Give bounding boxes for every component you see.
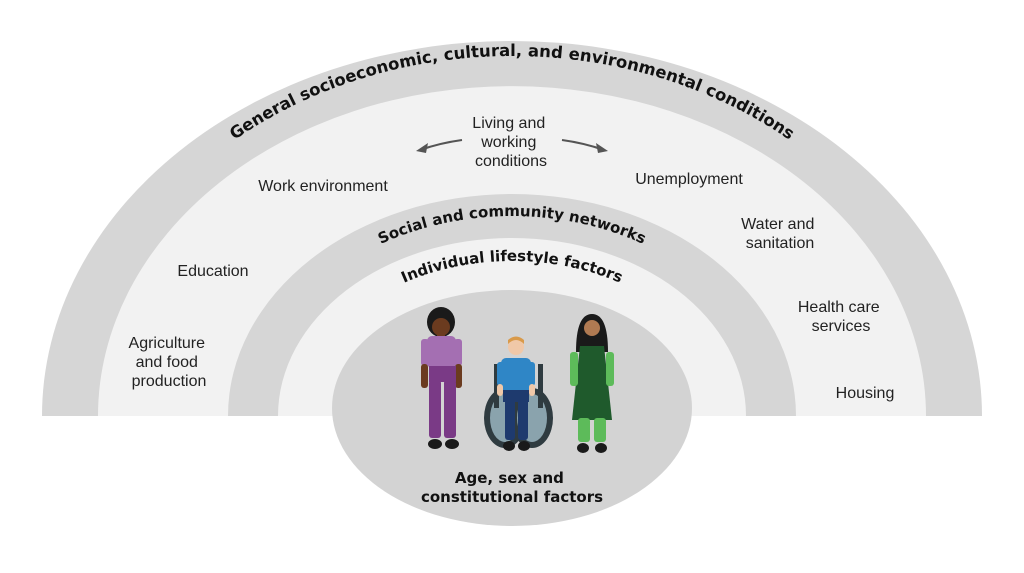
person-standing-icon <box>421 307 462 449</box>
person-hijab-icon <box>570 314 614 453</box>
wheelchair-user-icon <box>484 336 553 451</box>
factor-housing: Housing <box>836 385 895 402</box>
factor-health-care: Health care services <box>798 299 884 335</box>
living-conditions-heading: Living and working conditions <box>472 115 549 170</box>
factor-work-environment: Work environment <box>258 178 388 195</box>
left-arrow-icon <box>416 139 463 153</box>
factor-water-sanitation: Water and sanitation <box>741 216 819 252</box>
right-arrow-icon <box>561 139 608 153</box>
factor-agriculture: Agriculture and food production <box>129 335 210 390</box>
core-label: Age, sex and constitutional factors <box>421 469 603 506</box>
factor-unemployment: Unemployment <box>635 171 743 188</box>
factor-education: Education <box>177 263 248 280</box>
